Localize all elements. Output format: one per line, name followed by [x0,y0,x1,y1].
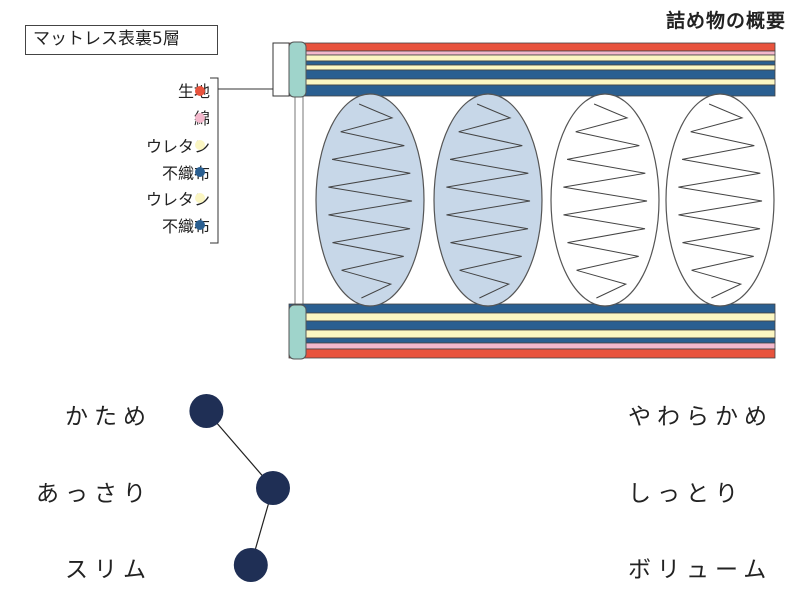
slider-tick [426,562,431,568]
bottom-layer-stripe [288,348,776,359]
legend-dot-6 [195,220,205,230]
slider-tick [248,408,253,414]
spring-coil-2 [446,103,531,299]
side-frame [294,94,304,308]
mattress-cross-section [210,41,776,360]
slider-tick [293,408,298,414]
slider-tick [381,562,387,568]
top-layer-stripe [288,42,776,52]
legend-dot-5 [195,193,205,203]
top-layer-stripe [288,64,776,71]
slider-knob-3 [233,548,268,582]
slider-tick [603,562,609,568]
slider-tick [381,485,387,491]
layer-box-label: マットレス表裏5層 [25,25,218,55]
slider-texture-left-label: あっさり [36,481,152,507]
legend-dots [195,86,205,230]
slider-tick [559,562,564,568]
legend-dot-3 [195,140,205,150]
bottom-layer-stripe [288,312,776,322]
slider-tick [603,485,609,491]
spring-coil-1 [328,103,413,299]
slider-knob-2 [256,471,290,505]
slider-tick [492,485,498,491]
slider-tick [559,408,564,414]
top-layer-stripe [288,50,776,56]
bracket-top-layers [272,42,289,97]
slider-group [158,394,610,582]
slider-tick [515,408,520,414]
legend-dot-2 [195,113,205,123]
slider-tick [159,408,165,414]
slider-tick [603,408,609,414]
slider-tick [470,562,475,568]
bottom-layer-stripe [288,342,776,350]
legend-item-urethane: ウレタン [10,133,210,157]
spring-coil-4 [678,103,763,299]
slider-firmness-left-label: かため [65,404,152,430]
slider-texture-right-label: しっとり [628,481,744,507]
top-edge-cap [288,41,307,98]
slider-tick [337,408,342,414]
slider-tick [381,408,387,414]
bottom-edge-cap [288,304,307,360]
legend-dot-4 [195,167,205,177]
spring-coil-3 [563,103,648,299]
slider-tick [470,408,475,414]
slider-volume-right-label: ボリューム [628,557,773,583]
top-layer-stripe [288,60,776,66]
slider-tick [159,562,165,568]
bottom-layer-stripe [288,329,776,339]
legend-item-urethane-2: ウレタン [10,186,210,210]
legend-dot-1 [195,86,205,96]
slider-tick [515,562,520,568]
bracket-legend [210,77,219,244]
top-layer-stripe [288,84,776,97]
bottom-layer-stripe [288,337,776,344]
page-title: 詰め物の概要 [665,10,786,32]
legend-label: ウレタン [145,190,210,209]
slider-tick [337,562,342,568]
slider-firmness-right-label: やわらかめ [628,404,773,430]
slider-tick [293,562,298,568]
slider-tick [159,485,165,491]
top-layer-stripe [288,78,776,86]
top-layer-stripe [288,54,776,62]
legend-label: ウレタン [145,137,210,156]
slider-knob-1 [189,394,224,428]
top-layer-stripe [288,69,776,80]
bottom-layer-stripe [288,320,776,331]
slider-tick [426,408,431,414]
slider-tick [204,562,209,568]
slider-volume-left-label: スリム [65,557,152,583]
